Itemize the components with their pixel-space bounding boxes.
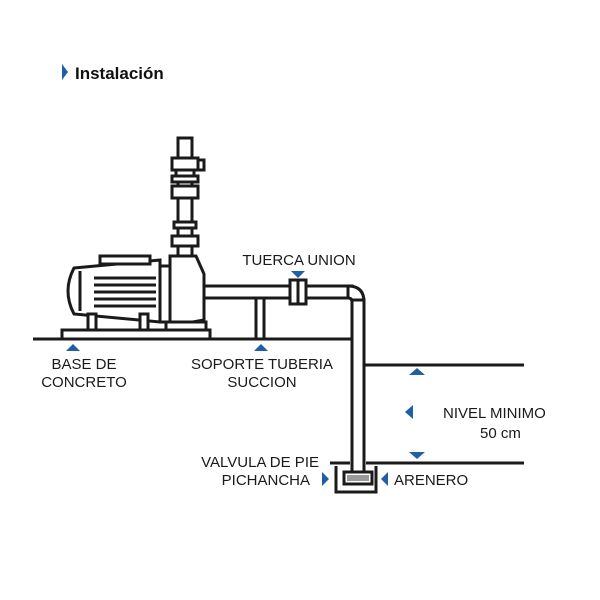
label-nivel-line2: 50 cm [480,425,521,442]
page-title: Instalación [75,64,164,83]
arrow-level-bottom-icon [409,452,425,459]
label-soporte-line2: SUCCION [227,374,296,391]
suction-pipe-horizontal [202,284,354,300]
label-soporte-line1: SOPORTE TUBERIA [191,356,333,373]
label-base-line1: BASE DE [51,356,116,373]
title-bullet-icon [62,64,68,80]
arrow-tuerca-icon [291,271,305,278]
label-nivel-line1: NIVEL MINIMO [443,405,546,422]
arrow-arenero-icon [381,472,388,486]
suction-pipe-vertical [350,298,366,474]
label-valvula-line1: VALVULA DE PIE [201,454,319,471]
pump-body [158,254,208,332]
sand-trap [334,466,378,494]
label-base-line2: CONCRETO [41,374,127,391]
label-valvula-line2: PICHANCHA [222,472,310,489]
motor [66,254,162,332]
label-tuerca-union: TUERCA UNION [242,252,355,269]
arrow-nivel-icon [405,405,413,419]
arrow-base-icon [66,344,80,351]
discharge-pipe [170,136,206,258]
arrow-soporte-icon [254,344,268,351]
label-arenero: ARENERO [394,472,468,489]
arrow-level-top-icon [409,368,425,375]
pipe-support [254,298,266,339]
concrete-base [60,328,212,341]
arrow-valvula-icon [322,472,329,486]
